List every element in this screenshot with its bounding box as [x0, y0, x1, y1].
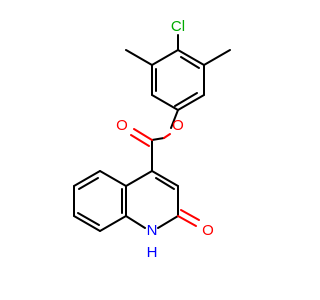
quinoline-c5-double-bond — [78, 177, 99, 190]
aryl-to-ether-oxygen-bond — [170, 109, 179, 129]
quinoline-c5-c6-bond — [73, 170, 101, 187]
lactam-oxygen-label: O — [202, 222, 214, 239]
ester-ether-oxygen-label: O — [172, 117, 184, 134]
ring-nitrogen-label: N — [147, 222, 158, 239]
ester-bonds — [151, 109, 179, 172]
ester-carbonyl-oxygen-label: O — [116, 117, 128, 134]
quinoline-c3-double-bond — [155, 177, 175, 190]
lactam-carbonyl-double-bond-1 — [177, 215, 197, 227]
quinoline-c7-c8-bond — [73, 215, 101, 232]
quinoline-c4-c3-bond — [151, 170, 179, 187]
quinoline-c7-double-bond — [77, 212, 100, 226]
aryl-inner-bond-3 — [180, 56, 200, 69]
methyl-left-bond — [125, 49, 153, 66]
quinoline-n1-c8a-bond — [125, 215, 146, 229]
quinoline-c4a-c5-bond — [99, 170, 127, 187]
aryl-bond-4 — [177, 94, 205, 111]
ester-carbonyl-double-bond-2 — [130, 134, 150, 147]
ester-oxygen-bonds — [130, 128, 171, 147]
lactam-carbonyl-bonds — [177, 209, 200, 227]
ester-carbonyl-double-bond-1 — [133, 128, 153, 141]
aryl-bond-1 — [151, 49, 179, 66]
aryl-bond-3 — [151, 94, 179, 111]
quinoline-c4-c4a-bond — [125, 170, 153, 187]
aryl-ring-bonds — [125, 34, 231, 111]
aryl-bond-6 — [177, 49, 205, 66]
lactam-carbonyl-double-bond-2 — [180, 209, 200, 221]
quinoline-c8-c8a-bond — [99, 215, 127, 232]
chemical-structure-diagram: Cl O O O N H — [73, 18, 231, 261]
chlorine-label: Cl — [171, 18, 185, 35]
ether-oxygen-to-carbonyl-bond — [151, 137, 165, 141]
quinoline-c2-n1-bond — [157, 215, 179, 229]
ether-oxygen-bond-red-segment — [163, 133, 171, 139]
methyl-right-bond — [203, 49, 231, 66]
quinolinone-bonds — [73, 170, 179, 232]
aryl-inner-bond-2 — [174, 92, 198, 107]
nitrogen-hydrogen-label: H — [147, 244, 158, 261]
